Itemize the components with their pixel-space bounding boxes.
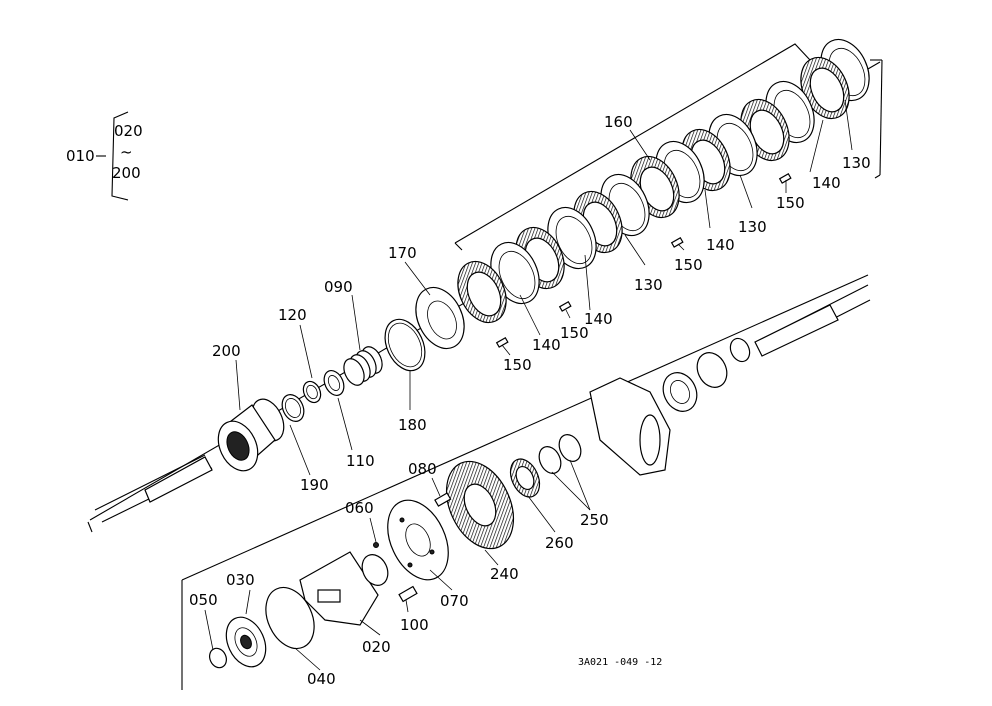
disc-240 (445, 460, 515, 550)
assembly-range-start: 020 (114, 122, 143, 140)
part-label: 080 (408, 460, 437, 478)
pressure-plate-170 (415, 286, 465, 350)
part-label: 130 (738, 218, 767, 236)
part-label: 150 (776, 194, 805, 212)
plate-070 (387, 499, 449, 581)
part-label: 090 (324, 278, 353, 296)
lower-frame (181, 274, 869, 690)
clutch-disc-stack (415, 38, 870, 350)
part-label: 060 (345, 499, 374, 517)
washer-110 (323, 370, 345, 396)
part-label: 250 (580, 511, 609, 529)
assembly-range-end: 200 (112, 164, 141, 182)
assembly-ref-label: 010 (66, 147, 95, 165)
pins-150 (495, 172, 792, 348)
bearing-260 (509, 458, 541, 498)
part-label: 030 (226, 571, 255, 589)
part-label: 190 (300, 476, 329, 494)
part-label: 140 (812, 174, 841, 192)
part-label: 070 (440, 592, 469, 610)
leader-lines (204, 99, 853, 671)
ring-120 (302, 380, 322, 404)
snap-ring-050 (209, 647, 227, 669)
spring-100 (398, 585, 418, 603)
part-label: 140 (584, 310, 613, 328)
part-label: 180 (398, 416, 427, 434)
part-label: 130 (634, 276, 663, 294)
part-label: 240 (490, 565, 519, 583)
gear-030 (225, 616, 267, 668)
part-label: 140 (706, 236, 735, 254)
part-labels: 130 140 150 160 130 140 150 130 140 150 … (189, 113, 871, 688)
drawing-code: 3A021 -049 -12 (578, 657, 662, 668)
snap-ring-180 (384, 318, 426, 372)
part-label: 150 (674, 256, 703, 274)
part-label: 130 (842, 154, 871, 172)
part-label: 020 (362, 638, 391, 656)
part-label: 200 (212, 342, 241, 360)
hub-200 (217, 398, 285, 472)
part-label: 160 (604, 113, 633, 131)
part-label: 040 (307, 670, 336, 688)
part-label: 100 (400, 616, 429, 634)
part-label: 120 (278, 306, 307, 324)
carrier-020 (299, 551, 389, 626)
friction-disc-140-g (457, 260, 507, 324)
ring-190 (281, 394, 305, 422)
part-label: 260 (545, 534, 574, 552)
pin-060 (373, 542, 379, 548)
part-label: 150 (503, 356, 532, 374)
rings-250 (538, 434, 582, 474)
part-label: 150 (560, 324, 589, 342)
spring-090 (343, 346, 383, 386)
shaft-left (94, 454, 213, 523)
friction-disc-140-top (800, 56, 850, 120)
assembly-reference: 010 020 ~ 200 (66, 111, 143, 201)
upper-group-frame (454, 43, 883, 251)
o-ring-040 (265, 586, 315, 650)
part-label: 140 (532, 336, 561, 354)
part-label: 050 (189, 591, 218, 609)
housing (589, 337, 751, 476)
part-label: 170 (388, 244, 417, 262)
shaft-right (754, 284, 871, 357)
assembly-range-sep: ~ (120, 143, 133, 161)
part-label: 110 (346, 452, 375, 470)
bolt-080 (434, 492, 452, 507)
